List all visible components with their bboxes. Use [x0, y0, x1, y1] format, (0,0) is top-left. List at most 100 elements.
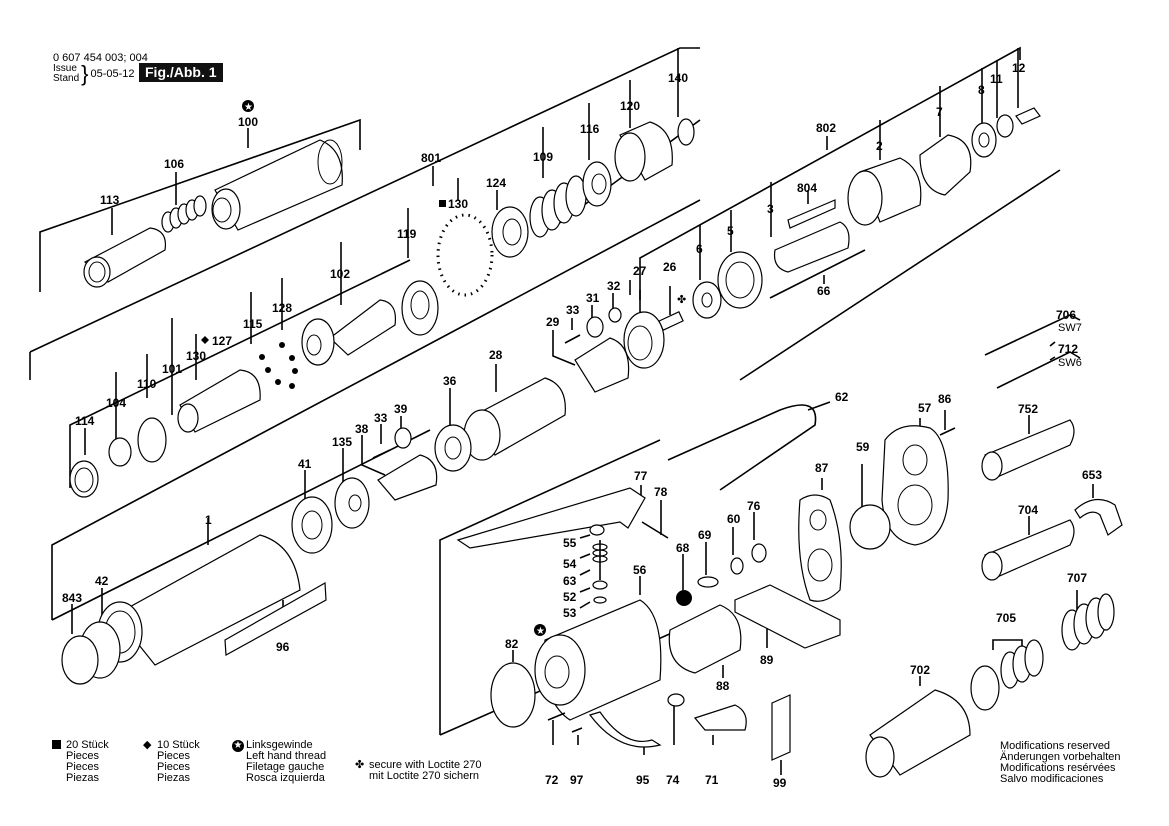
modifications-line: Änderungen vorbehalten	[1000, 751, 1121, 763]
part-706-hex-key	[984, 314, 1081, 356]
callout-39: 39	[394, 402, 408, 416]
callout-705: 705	[996, 611, 1016, 625]
part-104-sleeve	[108, 437, 132, 467]
part-76-plug	[751, 543, 767, 563]
callout-42: 42	[95, 574, 109, 588]
legend-line: Piezas	[157, 772, 191, 784]
part-87-gasket	[798, 494, 842, 602]
callout-130-lower: 130	[186, 349, 206, 363]
part-56-handle-housing	[534, 599, 662, 721]
part-88-filter	[668, 604, 742, 674]
black-square-icon	[439, 200, 446, 207]
legend-line: Pieces	[157, 761, 191, 773]
part-39-gear	[394, 427, 412, 449]
callout-71: 71	[705, 773, 719, 787]
modifications-line: Modifications resérvées	[1000, 762, 1116, 774]
part-86-screw	[939, 427, 956, 436]
callout-109: 109	[533, 150, 553, 164]
part-705-valve-spring	[970, 639, 1044, 711]
part-53-o-ring	[593, 596, 607, 604]
part-135-washer	[334, 477, 370, 529]
issue-block: Issue Stand } 05-05-12	[53, 61, 135, 86]
part-702-inlet	[865, 689, 971, 778]
callout-69: 69	[698, 528, 712, 542]
part-2-cylinder	[847, 157, 922, 226]
part-653-clip	[1074, 499, 1123, 536]
callout-41: 41	[298, 457, 312, 471]
part-36-bearing	[434, 424, 472, 472]
callout-62: 62	[835, 390, 849, 404]
figure-label: Fig./Abb. 1	[139, 63, 223, 82]
part-130-ball-ring	[436, 213, 494, 297]
part-110-ring	[137, 417, 167, 463]
part-7-end-plate	[919, 134, 972, 196]
legend-left-hand-thread: ★ Linksgewinde Left hand thread Filetage…	[232, 740, 326, 784]
callout-labels: 100 106 113 801 130 124 109 116 120 140 …	[62, 61, 1102, 790]
callout-59: 59	[856, 440, 870, 454]
callout-101: 101	[162, 362, 182, 376]
callout-653: 653	[1082, 468, 1102, 482]
part-11-washer	[996, 114, 1014, 138]
callout-66: 66	[817, 284, 831, 298]
callout-704: 704	[1018, 503, 1038, 517]
callout-56: 56	[633, 563, 647, 577]
callout-55: 55	[563, 536, 577, 550]
black-diamond-icon	[201, 336, 209, 344]
part-82-o-ring	[490, 662, 536, 728]
callout-1: 1	[205, 513, 212, 527]
callout-712: 712	[1058, 342, 1078, 356]
star-circle-icon: ★	[232, 740, 244, 752]
part-97-screw	[571, 727, 583, 733]
part-33-pin-lower	[372, 449, 391, 459]
callout-31: 31	[586, 291, 600, 305]
part-57-cover	[881, 425, 949, 546]
star-circle-icon: ★	[242, 100, 254, 113]
legend-line: secure with Loctite 270	[369, 759, 482, 771]
legend-line: mit Loctite 270 sichern	[369, 770, 480, 782]
part-109-spring	[529, 175, 587, 238]
callout-12: 12	[1012, 61, 1026, 75]
issue-label: Issue	[53, 63, 77, 74]
callout-sw7: SW7	[1058, 322, 1082, 334]
callout-60: 60	[727, 512, 741, 526]
callout-53: 53	[563, 606, 577, 620]
part-31-gear	[586, 316, 604, 338]
callout-102: 102	[330, 267, 350, 281]
part-shapes	[61, 107, 1123, 778]
modifications-line: Modifications reserved	[1000, 740, 1111, 752]
legend-line: Pieces	[66, 750, 100, 762]
callout-74: 74	[666, 773, 680, 787]
part-62-bow-wire	[667, 404, 817, 491]
callout-843: 843	[62, 591, 82, 605]
callout-78: 78	[654, 485, 668, 499]
callout-8: 8	[978, 83, 985, 97]
callout-113: 113	[100, 193, 120, 207]
issue-labels: Issue Stand	[53, 64, 79, 84]
callout-115: 115	[243, 317, 263, 331]
part-29-carrier	[574, 337, 630, 393]
legend-line: 20 Stück	[66, 739, 109, 751]
callout-95: 95	[636, 773, 650, 787]
brace-icon: }	[81, 61, 89, 86]
legend-20-pieces: 20 Stück Pieces Pieces Piezas	[52, 740, 109, 784]
callout-119: 119	[397, 227, 417, 241]
callout-130-upper: 130	[448, 197, 468, 211]
part-28-ring-gear	[463, 377, 566, 461]
part-8-bearing	[971, 122, 997, 158]
callout-128: 128	[272, 301, 292, 315]
part-77-lever	[456, 487, 646, 549]
callout-106: 106	[164, 157, 184, 171]
callout-99: 99	[773, 776, 787, 790]
legend-line: Linksgewinde	[246, 739, 313, 751]
part-89-silencer-pad	[734, 584, 841, 649]
callout-96: 96	[276, 640, 290, 654]
legend-line: Left hand thread	[246, 750, 327, 762]
callout-52: 52	[563, 590, 577, 604]
callout-28: 28	[489, 348, 503, 362]
part-95-guard	[589, 711, 662, 748]
callout-7: 7	[936, 105, 943, 119]
part-128-balls	[259, 342, 298, 389]
part-704-nipple	[981, 519, 1075, 581]
callout-120: 120	[620, 99, 640, 113]
